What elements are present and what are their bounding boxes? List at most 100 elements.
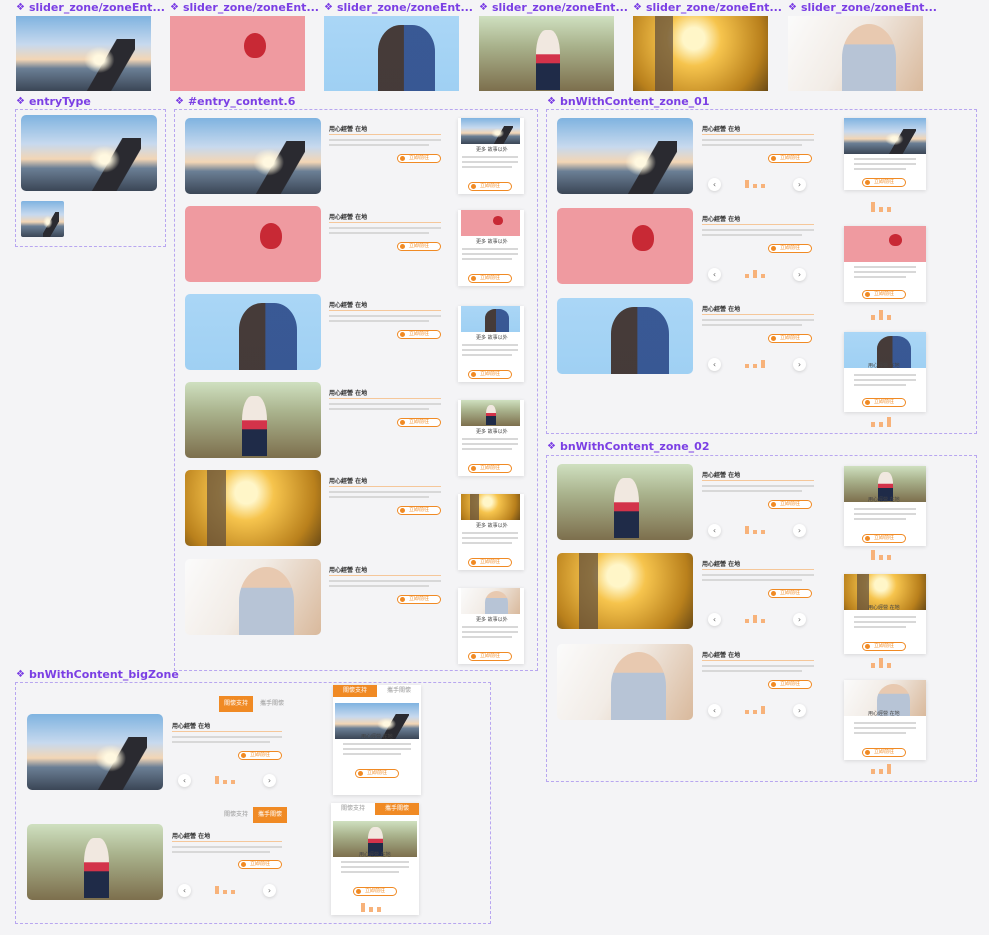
next-arrow-icon[interactable]: › — [793, 358, 806, 371]
frame-label-bn-zone-01[interactable]: ❖bnWithContent_zone_01 — [547, 95, 710, 108]
pager-bar[interactable] — [879, 769, 883, 774]
tab-hand-in-hand[interactable]: 攜手關懷 — [259, 700, 284, 707]
side-card-button[interactable]: 立即前往 — [468, 370, 512, 379]
pager-bar[interactable] — [745, 364, 749, 368]
pager-bar[interactable] — [761, 706, 765, 714]
pager-bar[interactable] — [871, 550, 875, 560]
big-zone-image[interactable] — [27, 714, 163, 790]
side-card[interactable]: 用心經營 在地 立即前往 — [844, 680, 926, 760]
pager-bar[interactable] — [223, 890, 227, 894]
side-card-button[interactable]: 立即前往 — [862, 398, 906, 407]
pager-bar[interactable] — [761, 184, 765, 188]
zone-row-image[interactable] — [557, 298, 693, 374]
prev-arrow-icon[interactable]: ‹ — [708, 613, 721, 626]
entry-type-image-large[interactable] — [21, 115, 157, 191]
side-card[interactable]: 用心經營 在地 立即前往 — [844, 332, 926, 412]
go-button[interactable]: 立即前往 — [768, 244, 812, 253]
pager-bar[interactable] — [761, 619, 765, 623]
side-card[interactable]: 立即前往 — [844, 226, 926, 302]
frame-label-slider-6[interactable]: ❖slider_zone/zoneEnt... — [788, 1, 937, 14]
side-card[interactable]: 立即前往 — [844, 118, 926, 190]
side-card-button[interactable]: 立即前往 — [862, 290, 906, 299]
pager-bar[interactable] — [753, 710, 757, 714]
entry-row-image[interactable] — [185, 206, 321, 282]
frame-label-bn-big-zone[interactable]: ❖bnWithContent_bigZone — [16, 668, 179, 681]
go-button[interactable]: 立即前往 — [768, 500, 812, 509]
pager-bar[interactable] — [879, 310, 883, 320]
next-arrow-icon[interactable]: › — [793, 268, 806, 281]
side-card[interactable]: 更多 故事以外 立即前往 — [458, 306, 524, 382]
slider-image-elder[interactable] — [788, 16, 923, 91]
pager-bar[interactable] — [761, 530, 765, 534]
side-card-button[interactable]: 立即前往 — [468, 274, 512, 283]
pager-bar[interactable] — [761, 360, 765, 368]
mobile-mock-button[interactable]: 立即前往 — [353, 887, 397, 896]
bn-zone-01-frame[interactable]: 用心經營 在地 立即前往 ‹ › 立即前往 用心經營 在地 立即前往 ‹ › — [546, 109, 977, 434]
go-button[interactable]: 立即前往 — [397, 242, 441, 251]
pager-bar[interactable] — [215, 776, 219, 784]
frame-label-entry-type[interactable]: ❖entryType — [16, 95, 91, 108]
tab-care-support[interactable]: 關懷支持 — [333, 685, 377, 697]
pager-bar[interactable] — [887, 663, 891, 668]
pager-bar[interactable] — [879, 555, 883, 560]
go-button[interactable]: 立即前往 — [768, 154, 812, 163]
entry-content-frame[interactable]: 用心經營 在地 立即前往 更多 故事以外 立即前往 用心經營 在地 立即前往 更… — [174, 109, 538, 671]
tab-hand-in-hand[interactable]: 攜手關懷 — [253, 807, 287, 823]
frame-label-entry-content[interactable]: ❖#entry_content.6 — [175, 95, 296, 108]
zone-row-image[interactable] — [557, 553, 693, 629]
slider-image-climb[interactable] — [16, 16, 151, 91]
frame-label-slider-2[interactable]: ❖slider_zone/zoneEnt... — [170, 1, 319, 14]
pager-bar[interactable] — [753, 615, 757, 623]
frame-label-slider-1[interactable]: ❖slider_zone/zoneEnt... — [16, 1, 165, 14]
slider-image-family[interactable] — [324, 16, 459, 91]
bn-zone-02-frame[interactable]: 用心經營 在地 立即前往 ‹ › 用心經營 在地 立即前往 用心經營 在地 立即… — [546, 455, 977, 782]
go-button[interactable]: 立即前往 — [397, 595, 441, 604]
go-button[interactable]: 立即前往 — [397, 506, 441, 515]
side-card[interactable]: 更多 故事以外 立即前往 — [458, 400, 524, 476]
side-card[interactable]: 更多 故事以外 立即前往 — [458, 118, 524, 194]
pager-bar[interactable] — [887, 315, 891, 320]
next-arrow-icon[interactable]: › — [793, 613, 806, 626]
go-button[interactable]: 立即前往 — [238, 860, 282, 869]
prev-arrow-icon[interactable]: ‹ — [178, 774, 191, 787]
prev-arrow-icon[interactable]: ‹ — [708, 358, 721, 371]
frame-label-slider-3[interactable]: ❖slider_zone/zoneEnt... — [324, 1, 473, 14]
tab-care-support[interactable]: 關懷支持 — [219, 696, 253, 712]
pager-bar[interactable] — [753, 270, 757, 278]
next-arrow-icon[interactable]: › — [793, 704, 806, 717]
prev-arrow-icon[interactable]: ‹ — [708, 178, 721, 191]
mobile-mock-button[interactable]: 立即前往 — [355, 769, 399, 778]
entry-row-image[interactable] — [185, 294, 321, 370]
zone-row-image[interactable] — [557, 644, 693, 720]
pager-bar[interactable] — [745, 619, 749, 623]
side-card[interactable]: 用心經營 在地 立即前往 — [844, 466, 926, 546]
tab-care-support[interactable]: 關懷支持 — [340, 805, 365, 812]
pager-bar[interactable] — [871, 422, 875, 427]
frame-label-slider-5[interactable]: ❖slider_zone/zoneEnt... — [633, 1, 782, 14]
mobile-mock[interactable]: 關懷支持 攜手關懷 用心經營 在地 立即前往 — [333, 685, 421, 795]
go-button[interactable]: 立即前往 — [768, 680, 812, 689]
bn-big-zone-frame[interactable]: 關懷支持 攜手關懷 用心經營 在地 立即前往 ‹ › 關懷支持 攜手關懷 用心經… — [15, 682, 491, 924]
prev-arrow-icon[interactable]: ‹ — [708, 704, 721, 717]
entry-row-image[interactable] — [185, 559, 321, 635]
pager-bar[interactable] — [369, 907, 373, 912]
pager-bar[interactable] — [361, 903, 365, 912]
pager-bar[interactable] — [761, 274, 765, 278]
slider-image-school[interactable] — [479, 16, 614, 91]
side-card-button[interactable]: 立即前往 — [468, 558, 512, 567]
pager-bar[interactable] — [231, 890, 235, 894]
entry-type-image-small[interactable] — [21, 201, 64, 237]
pager-bar[interactable] — [745, 710, 749, 714]
pager-bar[interactable] — [871, 202, 875, 212]
frame-label-bn-zone-02[interactable]: ❖bnWithContent_zone_02 — [547, 440, 710, 453]
pager-bar[interactable] — [753, 184, 757, 188]
prev-arrow-icon[interactable]: ‹ — [708, 268, 721, 281]
go-button[interactable]: 立即前往 — [397, 330, 441, 339]
side-card[interactable]: 更多 故事以外 立即前往 — [458, 210, 524, 286]
pager-bar[interactable] — [745, 180, 749, 188]
zone-row-image[interactable] — [557, 464, 693, 540]
go-button[interactable]: 立即前往 — [238, 751, 282, 760]
side-card[interactable]: 更多 故事以外 立即前往 — [458, 494, 524, 570]
side-card-button[interactable]: 立即前往 — [862, 534, 906, 543]
entry-row-image[interactable] — [185, 382, 321, 458]
